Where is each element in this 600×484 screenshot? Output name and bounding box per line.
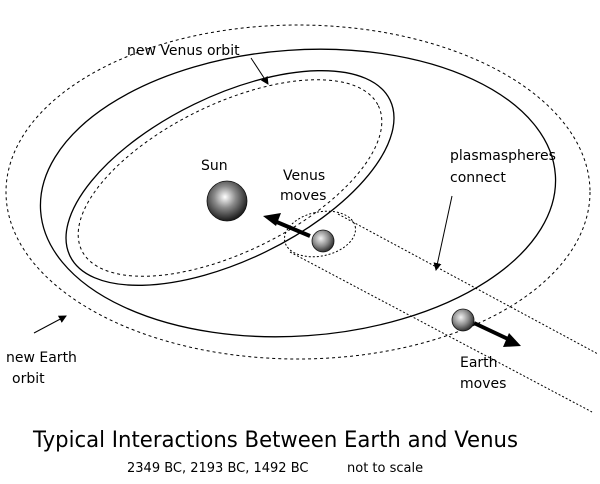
new-venus-orbit-label: new Venus orbit [127,43,240,59]
earth-moves-label-line1: Earth [460,355,498,371]
venus-planet-icon [311,229,335,253]
sun-icon [206,180,248,222]
subtitle-dates: 2349 BC, 2193 BC, 1492 BC [127,461,308,476]
plasmaspheres-pointer [433,195,453,271]
new-earth-orbit-pointer [33,315,67,334]
diagram-title: Typical Interactions Between Earth and V… [32,428,518,453]
plasmasphere-tail-upper [337,213,599,355]
venus-moves-label-line2: moves [280,188,326,204]
earth-planet-icon [451,308,475,332]
earth-direction-arrow [473,321,509,341]
earth-moves-label-line2: moves [460,376,506,392]
plasmaspheres-label-line1: plasmaspheres [450,148,556,164]
venus-moves-label-line1: Venus [283,168,325,184]
venus-direction-arrow [271,218,311,238]
plasmaspheres-label-line2: connect [450,170,506,186]
subtitle-not-to-scale: not to scale [347,461,423,476]
new-earth-orbit-path [5,24,591,360]
venus-plasmasphere [283,210,357,258]
venus-arrowhead-icon [263,213,281,226]
new-earth-orbit-label-line2: orbit [12,371,45,387]
earth-orbit-path [39,48,557,338]
new-venus-orbit-path [77,79,383,277]
sun-label: Sun [201,158,228,174]
venus-orbit-path [65,70,395,286]
new-earth-orbit-label-line1: new Earth [6,350,77,366]
plasmasphere-tail-lower [289,251,593,413]
new-venus-orbit-pointer [250,57,269,85]
earth-arrowhead-icon [503,333,521,347]
